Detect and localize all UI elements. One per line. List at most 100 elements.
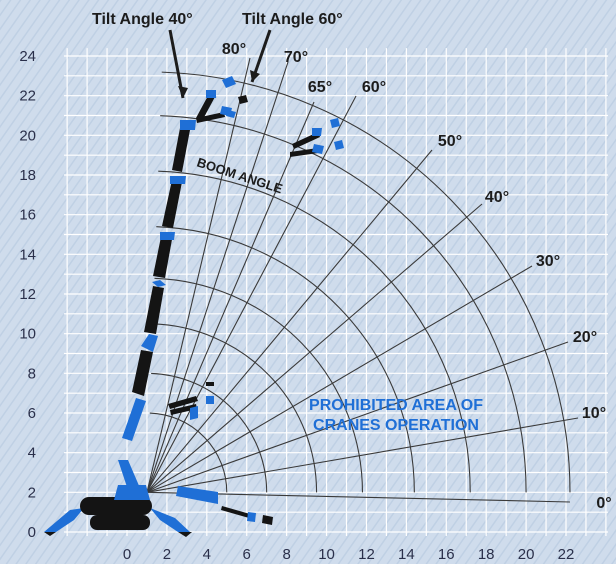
jib-mid-2-tip (312, 144, 324, 154)
boom-horizontal (176, 486, 273, 525)
jib-low-2 (170, 404, 197, 415)
reach-arc (160, 115, 527, 493)
outrigger-right (150, 508, 190, 532)
x-tick-label: 4 (203, 546, 211, 563)
jib-low-hook-a (206, 382, 214, 386)
boom-angle-label-65: 65° (308, 79, 332, 96)
turret (114, 485, 150, 500)
boom-pivot (118, 460, 140, 490)
x-tick-label: 14 (398, 546, 415, 563)
x-tick-label: 2 (163, 546, 171, 563)
y-tick-label: 20 (19, 127, 36, 144)
y-tick-label: 8 (28, 365, 36, 382)
boom-section-1 (122, 398, 146, 441)
x-axis: 0 2 4 6 8 10 12 14 16 18 20 22 (123, 546, 575, 563)
boom-angle-label-40: 40° (485, 189, 509, 206)
jib-low-hook-b (206, 396, 214, 404)
y-tick-label: 18 (19, 167, 36, 184)
boom-angle-line-80 (146, 57, 251, 493)
outrigger-left (44, 508, 84, 532)
crane-base (44, 460, 192, 537)
x-tick-label: 6 (243, 546, 251, 563)
boom-angle-line-60 (146, 95, 357, 493)
x-tick-label: 22 (558, 546, 575, 563)
boom-angle-line-50 (146, 149, 433, 493)
y-tick-label: 10 (19, 326, 36, 343)
reach-arcs (149, 71, 571, 493)
reach-arc (158, 170, 471, 493)
reach-arc (156, 226, 415, 493)
prohibited-area-line-2: CRANES OPERATION (313, 417, 479, 434)
jib-80-tip (206, 90, 216, 98)
boom-angle-label-0: 0° (596, 495, 611, 512)
y-tick-label: 0 (28, 524, 36, 541)
tilt-angle-60-label: Tilt Angle 60° (242, 11, 343, 28)
boom-angle-label-50: 50° (438, 133, 462, 150)
boom-angle-label-70: 70° (284, 49, 308, 66)
boom-section-9 (170, 176, 186, 184)
boom-raised (122, 120, 196, 441)
boom-section-5 (152, 280, 166, 287)
reach-arc (151, 372, 268, 493)
x-tick-label: 12 (358, 546, 375, 563)
boom-section-8 (162, 180, 182, 228)
jib-65-hook (226, 110, 236, 118)
x-tick-label: 18 (478, 546, 495, 563)
x-tick-label: 20 (518, 546, 535, 563)
boom-section-10 (172, 128, 190, 172)
jib-low-positions (168, 382, 214, 420)
jib-tip (247, 512, 256, 522)
tilt-40-arrowhead (178, 86, 188, 98)
boom-angle-label-10: 10° (582, 405, 606, 422)
y-tick-label: 12 (19, 286, 36, 303)
boom-section-2 (132, 350, 153, 396)
jib-mid-hook-b (334, 140, 344, 150)
reach-arc (154, 277, 364, 493)
y-tick-label: 4 (28, 445, 36, 462)
jib-mid-2 (290, 148, 318, 157)
y-tick-label: 2 (28, 484, 36, 501)
tilt-60-arrowhead (250, 70, 260, 82)
boom-angle-line-40 (146, 203, 483, 493)
tilt-angle-40-label: Tilt Angle 40° (92, 11, 193, 28)
outrigger-foot-left (44, 532, 56, 536)
jib-top-positions (196, 76, 248, 123)
jib-80-hook (222, 76, 236, 88)
y-tick-label: 24 (19, 48, 36, 65)
reach-arc (161, 71, 571, 493)
boom-tip (180, 120, 196, 130)
y-tick-label: 6 (28, 405, 36, 422)
boom-angle-label-80: 80° (222, 41, 246, 58)
boom-angle-line-10 (146, 417, 579, 493)
y-tick-label: 22 (19, 88, 36, 105)
boom-angle-line-20 (146, 341, 569, 493)
jib-mid-hook-a (330, 118, 340, 128)
jib-segment (221, 506, 250, 518)
boom-section-4 (144, 286, 164, 334)
jib-mid-1-tip (312, 128, 322, 136)
boom-section-3 (141, 334, 158, 352)
jib-80 (196, 92, 216, 121)
jib-low-1 (168, 396, 198, 409)
boom-angle-labels: 0° 10° 20° 30° 40° 50° 60° 65°70° 80° (222, 41, 612, 512)
boom-angle-label-60: 60° (362, 79, 386, 96)
x-tick-label: 8 (282, 546, 290, 563)
x-tick-label: 16 (438, 546, 455, 563)
x-tick-label: 0 (123, 546, 131, 563)
boom-angle-label-30: 30° (536, 253, 560, 270)
track-lower (90, 515, 150, 530)
boom-angle-line-70 (146, 61, 289, 493)
prohibited-area-line-1: PROHIBITED AREA OF (309, 397, 483, 414)
boom-section-6 (153, 232, 173, 278)
x-tick-label: 10 (318, 546, 335, 563)
boom-angle-label-20: 20° (573, 329, 597, 346)
boom-angle-line-30 (146, 265, 533, 493)
y-tick-label: 14 (19, 246, 36, 263)
y-tick-label: 16 (19, 207, 36, 224)
outrigger-foot-right (178, 532, 192, 537)
jib-hook (262, 515, 273, 525)
jib-65 (196, 112, 225, 123)
